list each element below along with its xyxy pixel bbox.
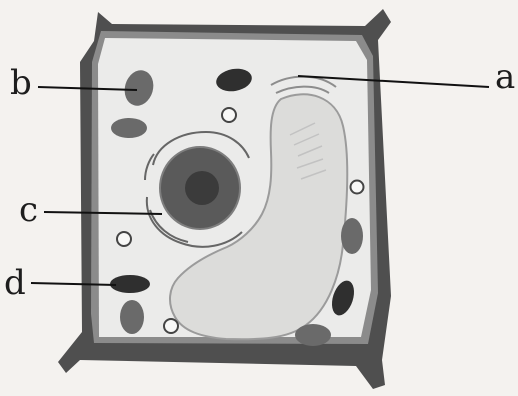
small-vesicle-1 bbox=[222, 108, 236, 122]
organelle-left bbox=[111, 118, 147, 138]
label-d: d bbox=[4, 266, 26, 300]
label-a: a bbox=[495, 60, 515, 94]
small-vesicle-4 bbox=[164, 319, 178, 333]
label-c: c bbox=[19, 193, 38, 227]
label-b: b bbox=[10, 66, 32, 100]
organelle-lower-left bbox=[120, 300, 144, 334]
small-vesicle-2 bbox=[117, 232, 131, 246]
small-vesicle-3 bbox=[351, 181, 364, 194]
organelle-right-middle bbox=[341, 218, 363, 254]
nucleolus bbox=[185, 171, 219, 205]
organelle-bottom-right bbox=[295, 324, 331, 346]
